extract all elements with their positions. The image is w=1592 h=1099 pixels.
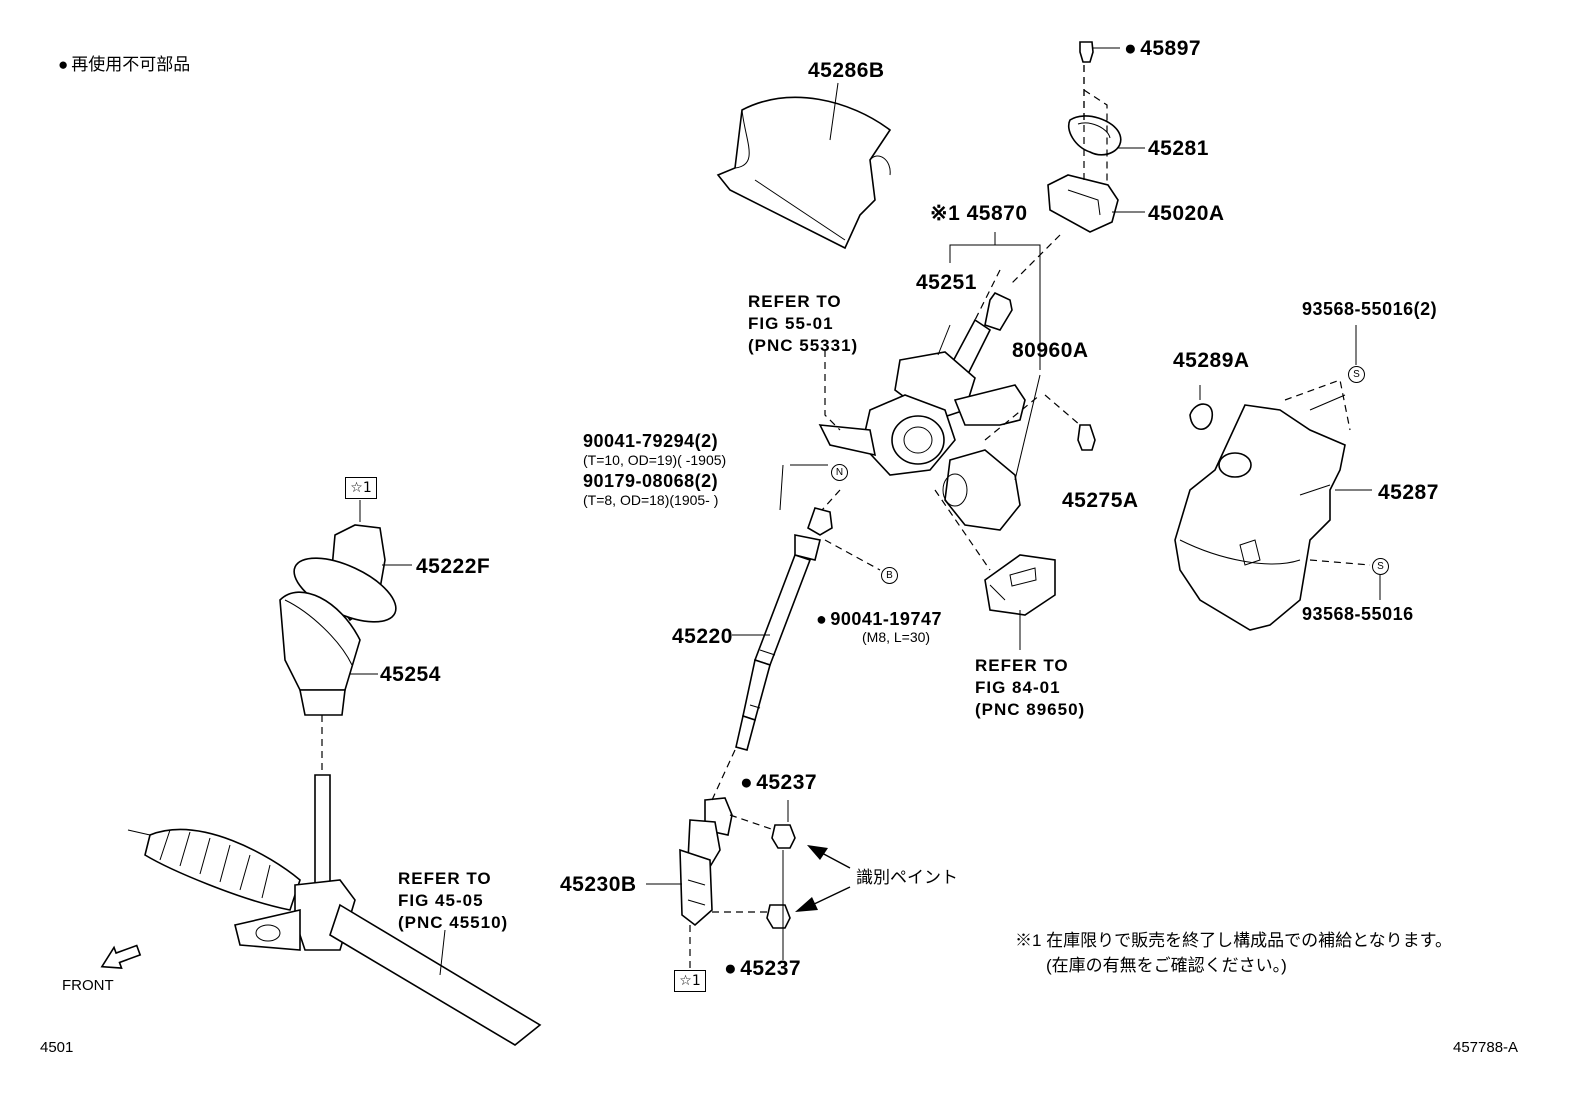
star-marker-bottom: ☆1: [674, 970, 706, 992]
steering-column-assembly: [818, 291, 1026, 531]
refer-line-2: FIG 55-01: [748, 314, 834, 333]
part-45897[interactable]: 45897: [1124, 38, 1201, 59]
refer-fig-45-05[interactable]: REFER TO FIG 45-05 (PNC 45510): [398, 868, 508, 934]
steering-rack: [127, 774, 542, 1046]
bolt-45237-lower: [766, 904, 791, 929]
part-45287[interactable]: 45287: [1378, 481, 1439, 504]
legend-non-reusable: 再使用不可部品: [58, 56, 190, 73]
bolt-45275A: [1077, 424, 1096, 451]
part-90041-79294[interactable]: 90041-79294(2): [583, 431, 719, 451]
ecu-module: [984, 554, 1056, 616]
footnote-line-1: ※1 在庫限りで販売を終了し構成品での補給となります。: [1015, 931, 1452, 950]
part-93568-55016-2[interactable]: 93568-55016(2): [1302, 299, 1438, 319]
part-90041-79294-spec: (T=10, OD=19)( -1905): [583, 452, 727, 468]
part-45237-lower[interactable]: 45237: [724, 958, 801, 979]
part-45275A[interactable]: 45275A: [1062, 489, 1139, 512]
part-90041-19747[interactable]: 90041-19747: [816, 610, 942, 628]
part-45230B[interactable]: 45230B: [560, 873, 637, 896]
part-45222F[interactable]: 45222F: [416, 555, 491, 578]
refer-line-2: FIG 84-01: [975, 678, 1061, 697]
part-93568-55016[interactable]: 93568-55016: [1302, 604, 1414, 624]
part-90179-08068[interactable]: 90179-08068(2): [583, 471, 719, 491]
part-90041-19747-spec: (M8, L=30): [862, 629, 931, 645]
refer-fig-84-01[interactable]: REFER TO FIG 84-01 (PNC 89650): [975, 655, 1085, 721]
paint-arrows: [795, 845, 851, 912]
key-stack-parts: [1047, 41, 1122, 233]
star-marker-top: ☆1: [345, 477, 377, 499]
part-80960A[interactable]: 80960A: [1012, 339, 1089, 362]
marker-N: N: [831, 464, 848, 481]
front-label: FRONT: [62, 977, 114, 994]
part-45254[interactable]: 45254: [380, 663, 441, 686]
bolt-45237-upper: [771, 824, 796, 849]
universal-joint: [679, 797, 733, 927]
marker-S-lower: S: [1372, 558, 1389, 575]
marker-B: B: [881, 567, 898, 584]
front-arrow: [100, 944, 142, 969]
refer-line-2: FIG 45-05: [398, 891, 484, 910]
refer-line-3: (PNC 45510): [398, 913, 509, 932]
figure-number: 4501: [40, 1039, 74, 1056]
intermediate-shaft: [735, 507, 833, 751]
part-45281[interactable]: 45281: [1148, 137, 1209, 160]
footnote-line-2: (在庫の有無をご確認ください。): [1046, 956, 1287, 975]
part-45220[interactable]: 45220: [672, 625, 733, 648]
identification-paint-label: 識別ペイント: [856, 868, 958, 887]
column-cover-upper: [716, 96, 892, 250]
refer-fig-55-01[interactable]: REFER TO FIG 55-01 (PNC 55331): [748, 291, 858, 357]
part-45020A[interactable]: 45020A: [1148, 202, 1225, 225]
part-45289A[interactable]: 45289A: [1173, 349, 1250, 372]
part-45286B[interactable]: 45286B: [808, 59, 885, 82]
boot-assembly: [279, 524, 397, 716]
refer-line-3: (PNC 89650): [975, 700, 1086, 719]
refer-line-1: REFER TO: [975, 656, 1069, 675]
marker-S-upper: S: [1348, 366, 1365, 383]
refer-line-1: REFER TO: [398, 869, 492, 888]
drawing-id: 457788-A: [1453, 1039, 1519, 1056]
part-45870[interactable]: ※1 45870: [930, 202, 1028, 225]
part-45237-upper[interactable]: 45237: [740, 772, 817, 793]
refer-line-3: (PNC 55331): [748, 336, 859, 355]
part-90179-08068-spec: (T=8, OD=18)(1905- ): [583, 492, 719, 508]
refer-line-1: REFER TO: [748, 292, 842, 311]
column-cover-lower: [1174, 403, 1346, 631]
part-45251[interactable]: 45251: [916, 271, 977, 294]
